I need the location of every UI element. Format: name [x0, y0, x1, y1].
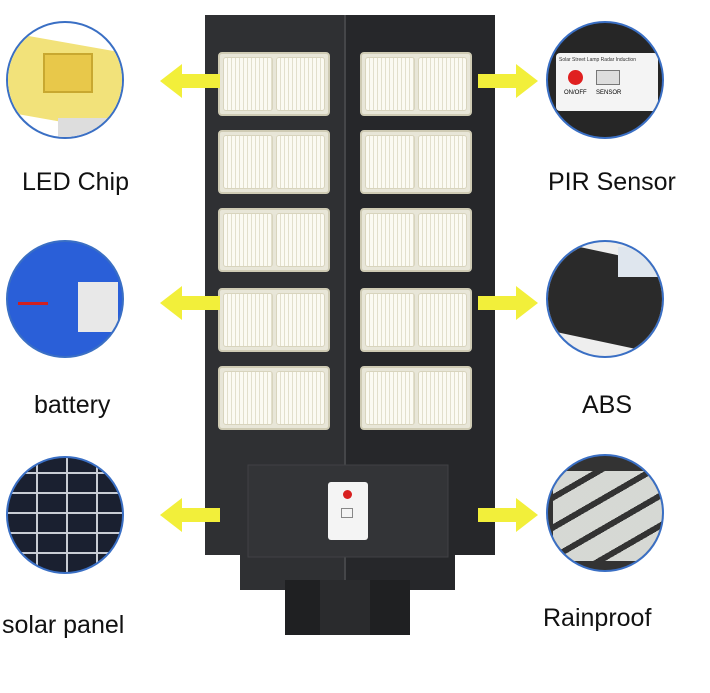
- feature-label-pir-sensor: PIR Sensor: [548, 168, 676, 196]
- led-chip-image: [6, 21, 124, 139]
- sensor-window-icon: [341, 508, 353, 518]
- led-module: [218, 366, 330, 430]
- led-module: [360, 366, 472, 430]
- power-button-icon: [343, 490, 352, 499]
- feature-label-battery: battery: [34, 391, 111, 419]
- led-module: [360, 130, 472, 194]
- led-module: [218, 288, 330, 352]
- lamp-control-panel: [328, 482, 368, 540]
- feature-label-rainproof: Rainproof: [543, 604, 652, 632]
- led-module: [360, 288, 472, 352]
- led-module: [218, 130, 330, 194]
- abs-housing-image: [546, 240, 664, 358]
- battery-image: [6, 240, 124, 358]
- rainproof-image: [546, 454, 664, 572]
- led-module: [218, 208, 330, 272]
- pir-sensor-image: Solar Street Lamp Radar Induction ON/OFF…: [546, 21, 664, 139]
- sensor-window-icon: [596, 70, 620, 85]
- led-module: [360, 208, 472, 272]
- led-module: [218, 52, 330, 116]
- feature-label-abs: ABS: [582, 391, 633, 419]
- arrow-left-icon: [160, 286, 220, 320]
- feature-label-led-chip: LED Chip: [22, 168, 129, 196]
- arrow-right-icon: [478, 498, 538, 532]
- arrow-left-icon: [160, 64, 220, 98]
- onoff-button-icon: [568, 70, 583, 85]
- sensor-label: SENSOR: [596, 90, 622, 96]
- led-module: [360, 52, 472, 116]
- onoff-label: ON/OFF: [564, 90, 587, 96]
- feature-label-solar-panel: solar panel: [2, 611, 125, 639]
- arrow-right-icon: [478, 64, 538, 98]
- arrow-left-icon: [160, 498, 220, 532]
- sensor-panel-title: Solar Street Lamp Radar Induction: [559, 57, 636, 63]
- solar-panel-image: [6, 456, 124, 574]
- arrow-right-icon: [478, 286, 538, 320]
